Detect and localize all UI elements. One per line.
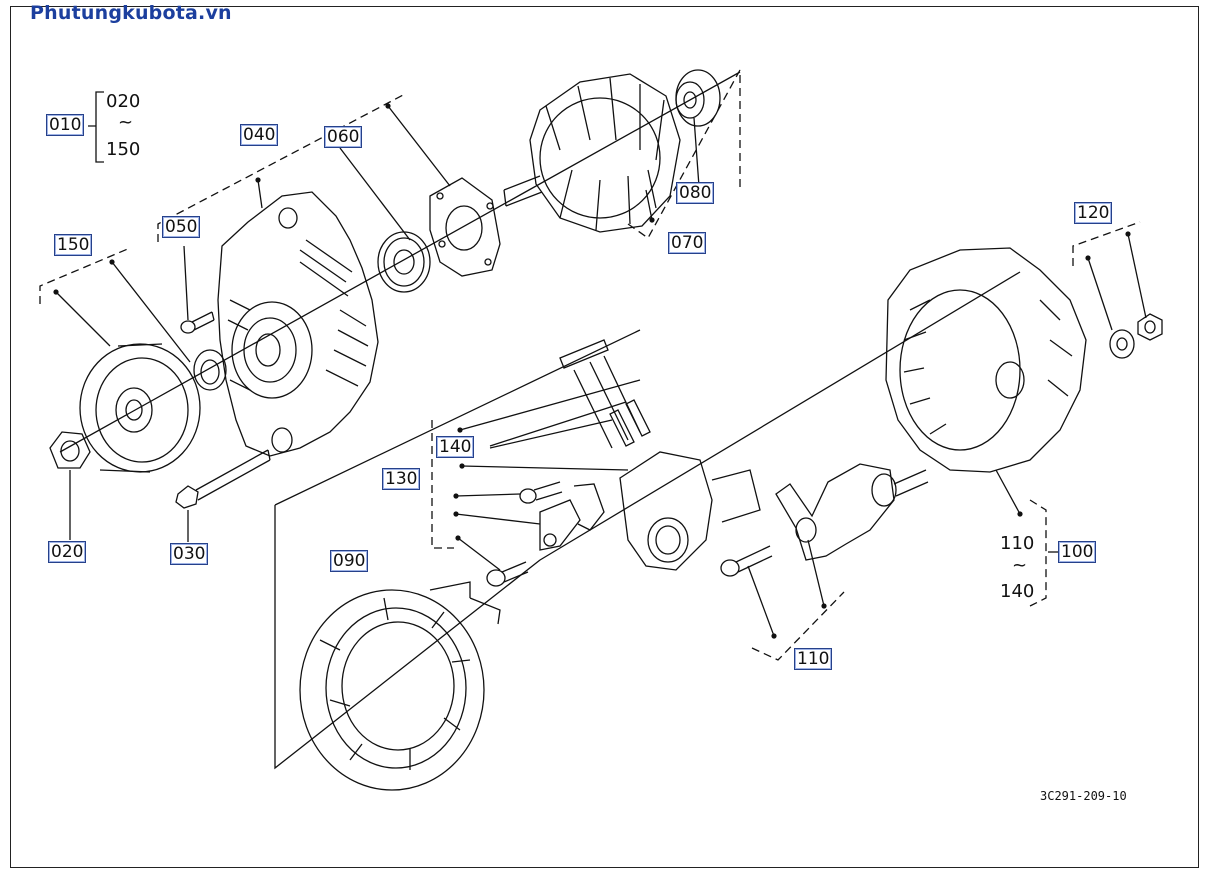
callout-080[interactable]: 080 xyxy=(676,182,715,204)
range-start-110: 110 xyxy=(1000,533,1035,554)
dash-group-070 xyxy=(627,69,741,239)
callout-110[interactable]: 110 xyxy=(794,648,833,670)
regulator xyxy=(775,463,929,561)
dash-group-040 xyxy=(157,93,406,242)
brush-holder xyxy=(619,451,761,571)
screws xyxy=(486,481,773,587)
callout-140[interactable]: 140 xyxy=(436,436,475,458)
range-end-150: 150 xyxy=(106,139,141,160)
callout-050[interactable]: 050 xyxy=(162,216,201,238)
rear-end-frame xyxy=(885,247,1087,473)
callout-030[interactable]: 030 xyxy=(170,543,209,565)
bearing-060 xyxy=(377,231,431,293)
drawing-frame xyxy=(10,6,1199,868)
callout-090[interactable]: 090 xyxy=(330,550,369,572)
bolt-050 xyxy=(180,311,215,334)
brushes xyxy=(559,339,651,449)
callout-040[interactable]: 040 xyxy=(240,124,279,146)
range-tilde-2: ~ xyxy=(1012,555,1028,576)
callout-010[interactable]: 010 xyxy=(46,114,85,136)
range-end-140: 140 xyxy=(1000,581,1035,602)
bracket-010 xyxy=(88,91,104,163)
pulley xyxy=(79,343,201,473)
dash-group-150 xyxy=(39,247,131,304)
terminal-nuts xyxy=(1109,313,1163,359)
spacer-ring xyxy=(193,349,227,391)
callout-060[interactable]: 060 xyxy=(324,126,363,148)
callout-150[interactable]: 150 xyxy=(54,234,93,256)
rotor xyxy=(503,73,681,233)
callout-120[interactable]: 120 xyxy=(1074,202,1113,224)
retainer-plate xyxy=(429,177,501,277)
callout-070[interactable]: 070 xyxy=(668,232,707,254)
site-watermark: Phutungkubota.vn xyxy=(30,2,232,24)
callout-100[interactable]: 100 xyxy=(1058,541,1097,563)
drawing-number: 3C291-209-10 xyxy=(1040,789,1127,803)
callout-130[interactable]: 130 xyxy=(382,468,421,490)
through-bolt xyxy=(175,449,271,509)
dash-group-110 xyxy=(751,591,845,661)
stator xyxy=(299,581,501,791)
leaders xyxy=(55,105,1147,637)
range-start-020: 020 xyxy=(106,91,141,112)
shaft-axis xyxy=(59,71,741,453)
range-tilde: ~ xyxy=(118,112,134,133)
drive-end-frame xyxy=(217,191,379,457)
bearing-080 xyxy=(675,69,721,127)
dash-group-130 xyxy=(431,420,454,549)
nut xyxy=(49,431,91,469)
assembly-plane xyxy=(274,271,1021,770)
terminal-plate xyxy=(539,483,605,551)
callout-020[interactable]: 020 xyxy=(48,541,87,563)
dash-group-120 xyxy=(1072,221,1141,266)
